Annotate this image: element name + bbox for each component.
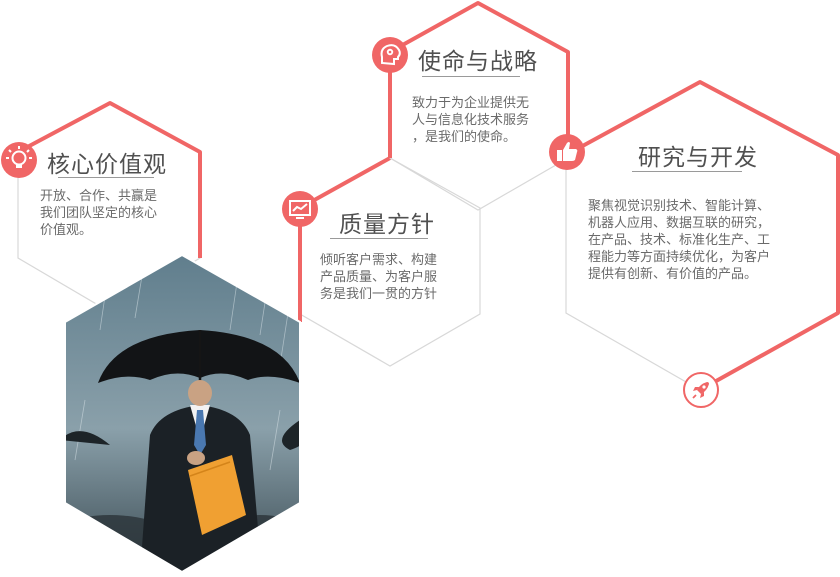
accent-edge-mission-strategy xyxy=(388,1,570,158)
research-development-title: 研究与开发 xyxy=(638,145,758,171)
lightbulb-icon xyxy=(6,146,32,168)
description-line: 产品质量、为客户服 xyxy=(320,270,438,285)
description-line: 倾听客户需求、构建 xyxy=(320,253,438,268)
mission-strategy-description: 致力于为企业提供无 人与信息化技术服务 ，是我们的使命。 xyxy=(412,95,562,146)
quality-policy-badge xyxy=(282,191,318,227)
mission-strategy-title: 使命与战略 xyxy=(418,49,538,75)
research-development-divider xyxy=(632,171,742,172)
accent-edge-research-development xyxy=(565,80,840,392)
rocket-badge xyxy=(683,372,719,408)
description-line: 聚焦视觉识别技术、智能计算、 xyxy=(588,199,771,214)
quality-policy-divider xyxy=(330,238,428,239)
thumbs-up-icon xyxy=(557,142,578,161)
photo-frame xyxy=(64,253,301,574)
quality-policy-description: 倾听客户需求、构建 产品质量、为客户服 务是我们一贯的方针 xyxy=(320,252,470,303)
mission-strategy-divider xyxy=(422,76,520,77)
description-line: 开放、合作、共赢是 xyxy=(40,189,158,204)
description-line: 价值观。 xyxy=(40,223,93,238)
description-line: 机器人应用、数据互联的研究， xyxy=(588,216,771,231)
description-line: 我们团队坚定的核心 xyxy=(40,206,158,221)
photo-businessman-umbrella xyxy=(65,255,300,572)
research-development-description: 聚焦视觉识别技术、智能计算、 机器人应用、数据互联的研究， 在产品、技术、标准化… xyxy=(588,198,820,283)
core-values-title: 核心价值观 xyxy=(47,152,167,178)
mission-strategy-badge xyxy=(372,37,408,73)
description-line: 在产品、技术、标准化生产、工 xyxy=(588,233,771,248)
core-values-description: 开放、合作、共赢是 我们团队坚定的核心 价值观。 xyxy=(40,188,190,239)
description-line: 致力于为企业提供无 xyxy=(412,96,530,111)
trend-chart-icon xyxy=(289,200,311,219)
description-line: 提供有创新、有价值的产品。 xyxy=(588,267,758,282)
description-line: 人与信息化技术服务 xyxy=(412,113,530,128)
research-development-badge xyxy=(549,134,585,170)
core-values-divider xyxy=(58,177,154,178)
rocket-icon xyxy=(692,382,709,399)
description-line: ，是我们的使命。 xyxy=(412,130,517,145)
description-line: 务是我们一贯的方针 xyxy=(320,287,438,302)
brain-gear-icon xyxy=(380,44,401,66)
quality-policy-title: 质量方针 xyxy=(339,212,435,238)
accent-edge-core-values xyxy=(17,101,202,258)
description-line: 程能力等方面持续优化，为客户 xyxy=(588,250,771,265)
core-values-badge xyxy=(1,142,37,178)
